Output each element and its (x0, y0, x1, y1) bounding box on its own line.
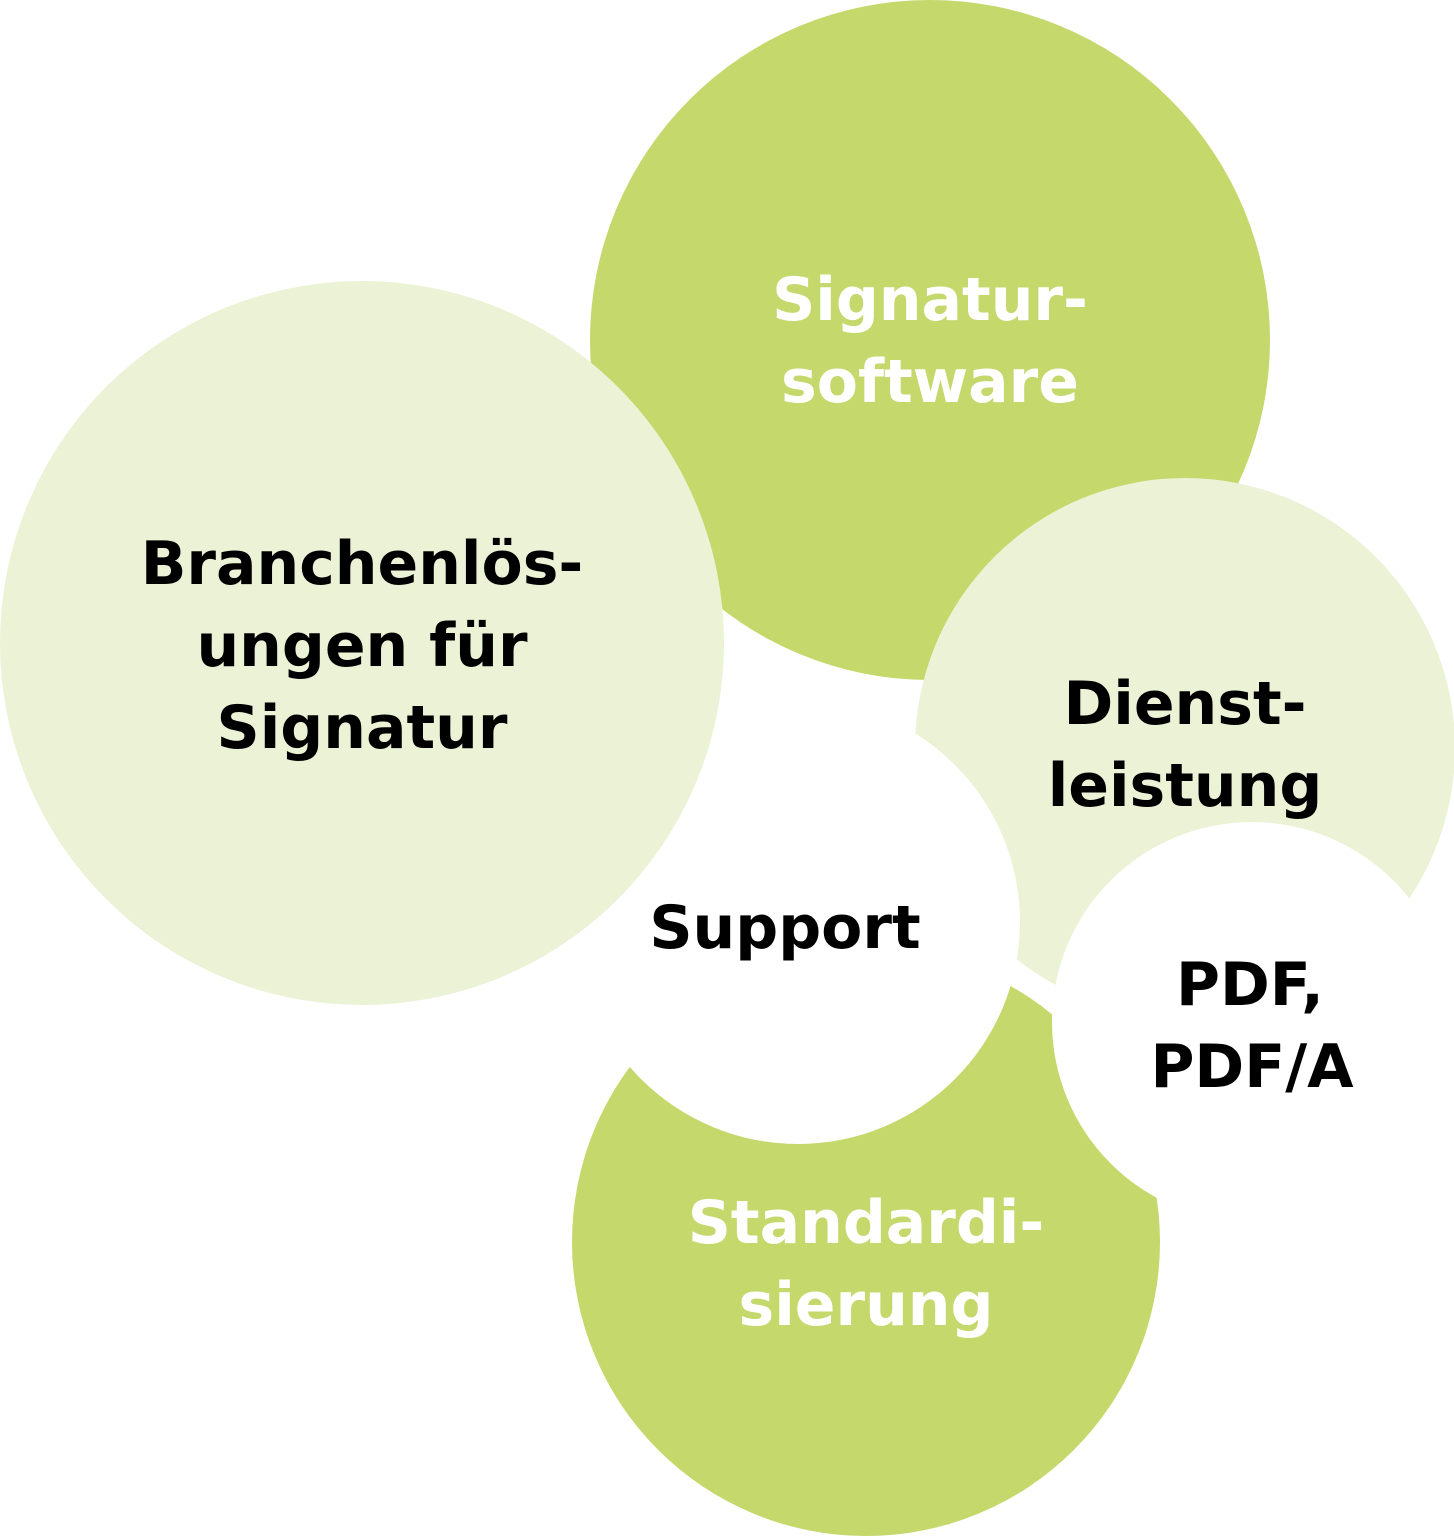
dienstleistung-label-1: Dienst- (1063, 669, 1306, 739)
pdf-bubble (1052, 822, 1452, 1222)
pdf-label-1: PDF, (1176, 950, 1324, 1020)
dienstleistung-label-2: leistung (1048, 751, 1323, 821)
signatursoftware-label-1: Signatur- (772, 265, 1088, 335)
signatursoftware-label-2: software (781, 347, 1079, 417)
standardisierung-label-1: Standardi- (688, 1188, 1045, 1258)
support-bubble (576, 700, 1020, 1144)
branchenloesungen-bubble (0, 281, 724, 1005)
branchenloesungen-label-1: Branchenlös- (141, 529, 584, 599)
branchenloesungen-label-2: ungen für (196, 611, 527, 681)
branchenloesungen-label-3: Signatur (217, 693, 508, 763)
pdf-label-2: PDF/A (1150, 1032, 1354, 1102)
standardisierung-label-2: sierung (739, 1270, 994, 1340)
support-label: Support (649, 893, 920, 963)
